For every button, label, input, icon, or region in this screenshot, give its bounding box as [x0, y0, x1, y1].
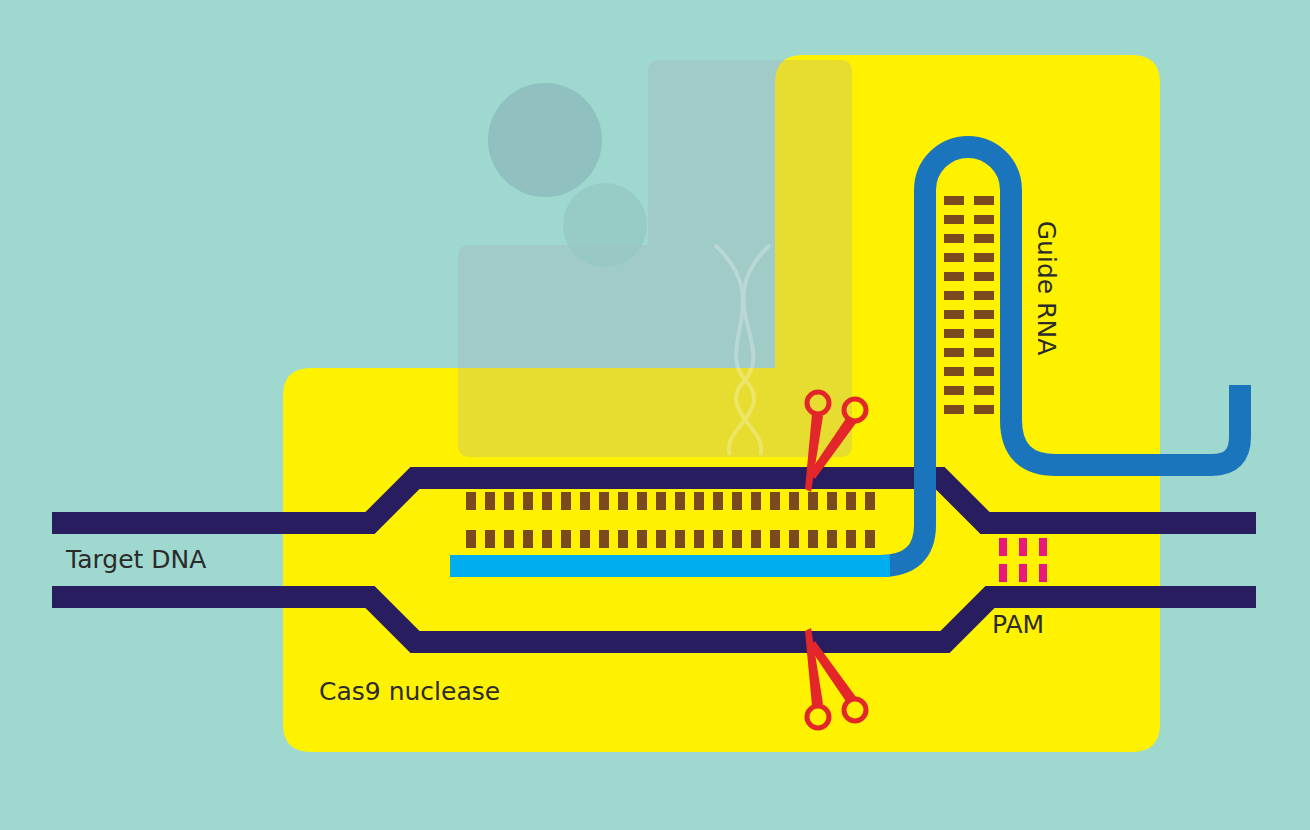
logo-circle	[488, 83, 602, 197]
dna-strands	[52, 478, 1256, 642]
guide-rna-strand	[880, 147, 1240, 566]
label-holder: Target DNA	[66, 545, 206, 575]
cut-scissors	[805, 628, 866, 728]
logo-helix	[715, 245, 770, 455]
label-holder: PAM	[992, 610, 1044, 640]
label-holder: Guide RNA	[1031, 221, 1061, 356]
pam-rungs	[999, 538, 1047, 582]
logo-watermark	[458, 60, 852, 457]
part-label: Guide RNA	[1031, 221, 1061, 356]
cut-scissors	[805, 392, 866, 492]
guide-rna-spacer	[450, 555, 890, 577]
node-label: Cas9 nuclease	[319, 677, 500, 707]
part-label: Target DNA	[66, 545, 206, 575]
logo-gear	[563, 183, 647, 267]
part-label: PAM	[992, 610, 1044, 640]
